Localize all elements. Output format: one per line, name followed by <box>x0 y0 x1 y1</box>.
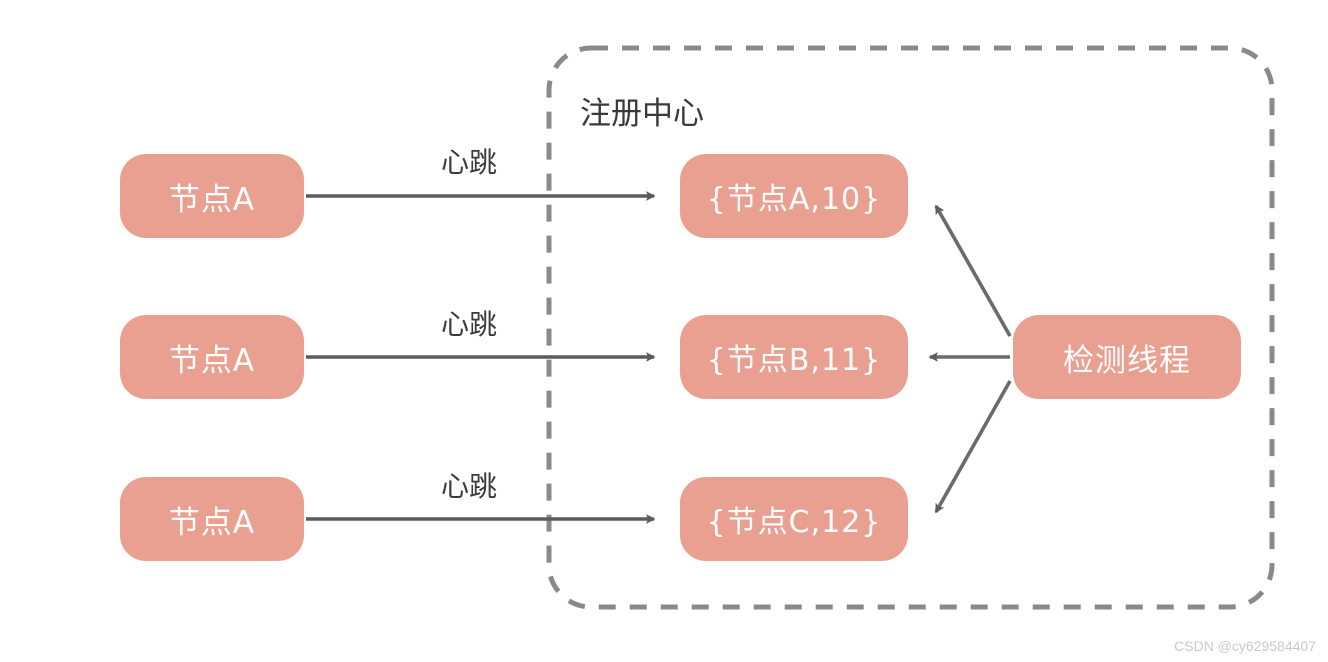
registry-entry-label: {节点B,11} <box>706 343 882 378</box>
watermark-text: CSDN @cy629584407 <box>1174 638 1316 654</box>
registry-entry-label: {节点C,12} <box>706 505 882 540</box>
heartbeat-label-3: 心跳 <box>441 470 498 503</box>
client-node-box-3[interactable]: 节点A <box>120 477 304 561</box>
detector-arrow-to-entry-1 <box>934 204 1012 337</box>
registry-entry-1[interactable]: {节点A,10} <box>680 154 908 238</box>
client-node-box-1[interactable]: 节点A <box>120 154 304 238</box>
detection-thread-box[interactable]: 检测线程 <box>1013 315 1241 399</box>
registry-entry-2[interactable]: {节点B,11} <box>680 315 908 399</box>
client-node-box-2[interactable]: 节点A <box>120 315 304 399</box>
registry-entry-label: {节点A,10} <box>706 182 882 217</box>
client-node-label: 节点A <box>168 181 256 218</box>
detection-thread-label: 检测线程 <box>1063 342 1191 379</box>
client-node-label: 节点A <box>168 342 256 379</box>
client-node-label: 节点A <box>168 504 256 541</box>
detector-arrow-to-entry-3 <box>934 380 1012 514</box>
heartbeat-label-2: 心跳 <box>441 308 498 341</box>
registry-container-title: 注册中心 <box>580 96 704 132</box>
registry-entry-3[interactable]: {节点C,12} <box>680 477 908 561</box>
heartbeat-label-1: 心跳 <box>441 146 498 179</box>
